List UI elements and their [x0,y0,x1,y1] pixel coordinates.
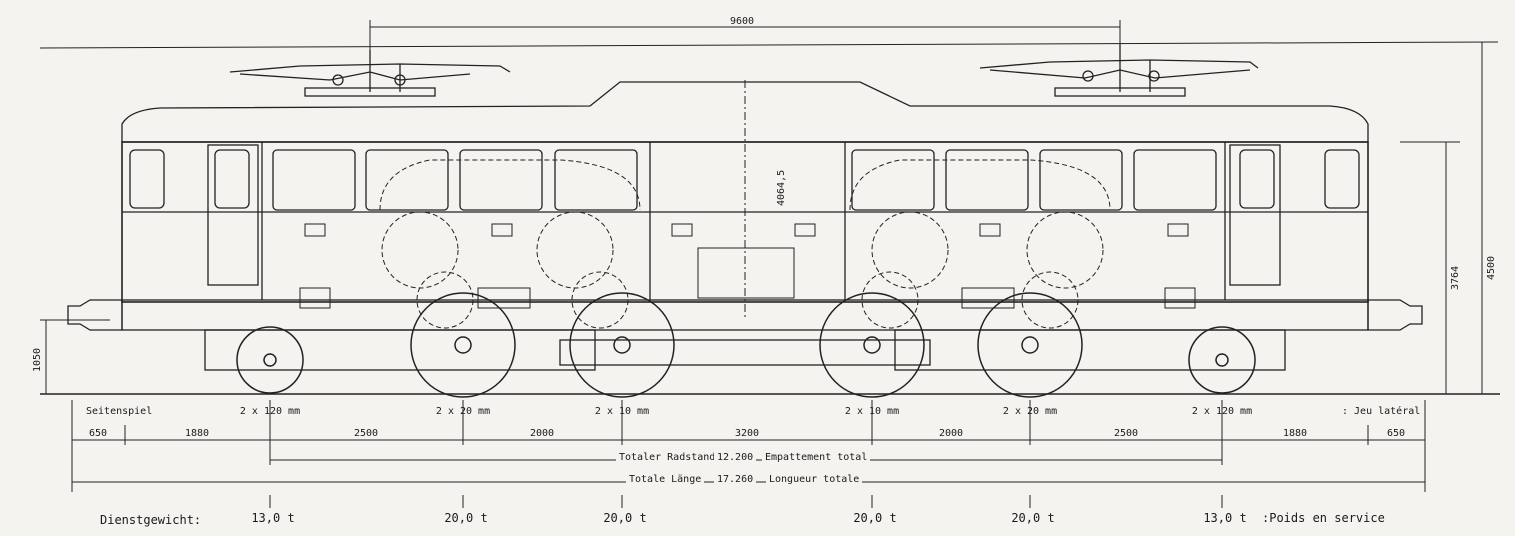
wheels [236,292,1256,398]
lateral-play-label-fr: : Jeu latéral [1342,406,1421,417]
axle-weight: 20,0 t [853,511,897,525]
wheelbase-label-de: Totaler Radstand [616,452,719,464]
spacing-value: 2500 [353,428,379,439]
total-height-label: 4500 [1486,255,1497,280]
lateral-play-value: 2 x 20 mm [1002,406,1058,417]
buffer-right [1367,299,1423,331]
axle-weight: 13,0 t [1203,511,1247,525]
spacing-value: 3200 [734,428,760,439]
roof-height-label: 4064,5 [776,169,787,206]
wheelbase-label-fr: Empattement total [762,452,871,464]
buffer-height-label: 1050 [32,347,43,372]
axle-weight: 20,0 t [444,511,488,525]
bogie-frame-left [204,329,596,371]
length-label-fr: Longueur totale [766,474,863,486]
windows [129,149,1360,211]
catenary-line [39,41,1499,49]
spacing-value: 1880 [1282,428,1308,439]
axle-weight: 20,0 t [603,511,647,525]
weight-label-de: Dienstgewicht: [100,513,202,527]
weight-label-fr: :Poids en service [1262,511,1385,525]
lateral-play-value: 2 x 10 mm [844,406,900,417]
spacing-value: 1880 [184,428,210,439]
bogie-frame-right [894,329,1286,371]
length-label-de: Totale Länge [626,474,705,486]
door-left [207,144,259,286]
lateral-play-value: 2 x 120 mm [1191,406,1253,417]
carbody [121,141,1369,303]
spacing-value: 2000 [938,428,964,439]
lateral-play-value: 2 x 120 mm [239,406,301,417]
length-value: 17.260 [714,474,757,486]
lateral-play-label-de: Seitenspiel [86,406,153,417]
body-height-label: 3764 [1450,265,1461,290]
roof [121,81,1369,143]
pantograph-right [979,44,1259,97]
pantograph-spacing-label: 9600 [729,16,755,27]
door-right [1229,144,1281,286]
spacing-value: 2000 [529,428,555,439]
lateral-play-value: 2 x 10 mm [594,406,650,417]
axle-weight: 20,0 t [1011,511,1055,525]
spacing-value: 2500 [1113,428,1139,439]
spacing-value: 650 [1386,428,1406,439]
lateral-play-value: 2 x 20 mm [435,406,491,417]
spacing-value: 650 [88,428,108,439]
axle-weight: 13,0 t [251,511,295,525]
buffer-left [67,299,123,331]
axle-load-arrows [269,495,1223,508]
wheelbase-value: 12.200 [714,452,757,464]
pantograph-left [229,50,511,97]
